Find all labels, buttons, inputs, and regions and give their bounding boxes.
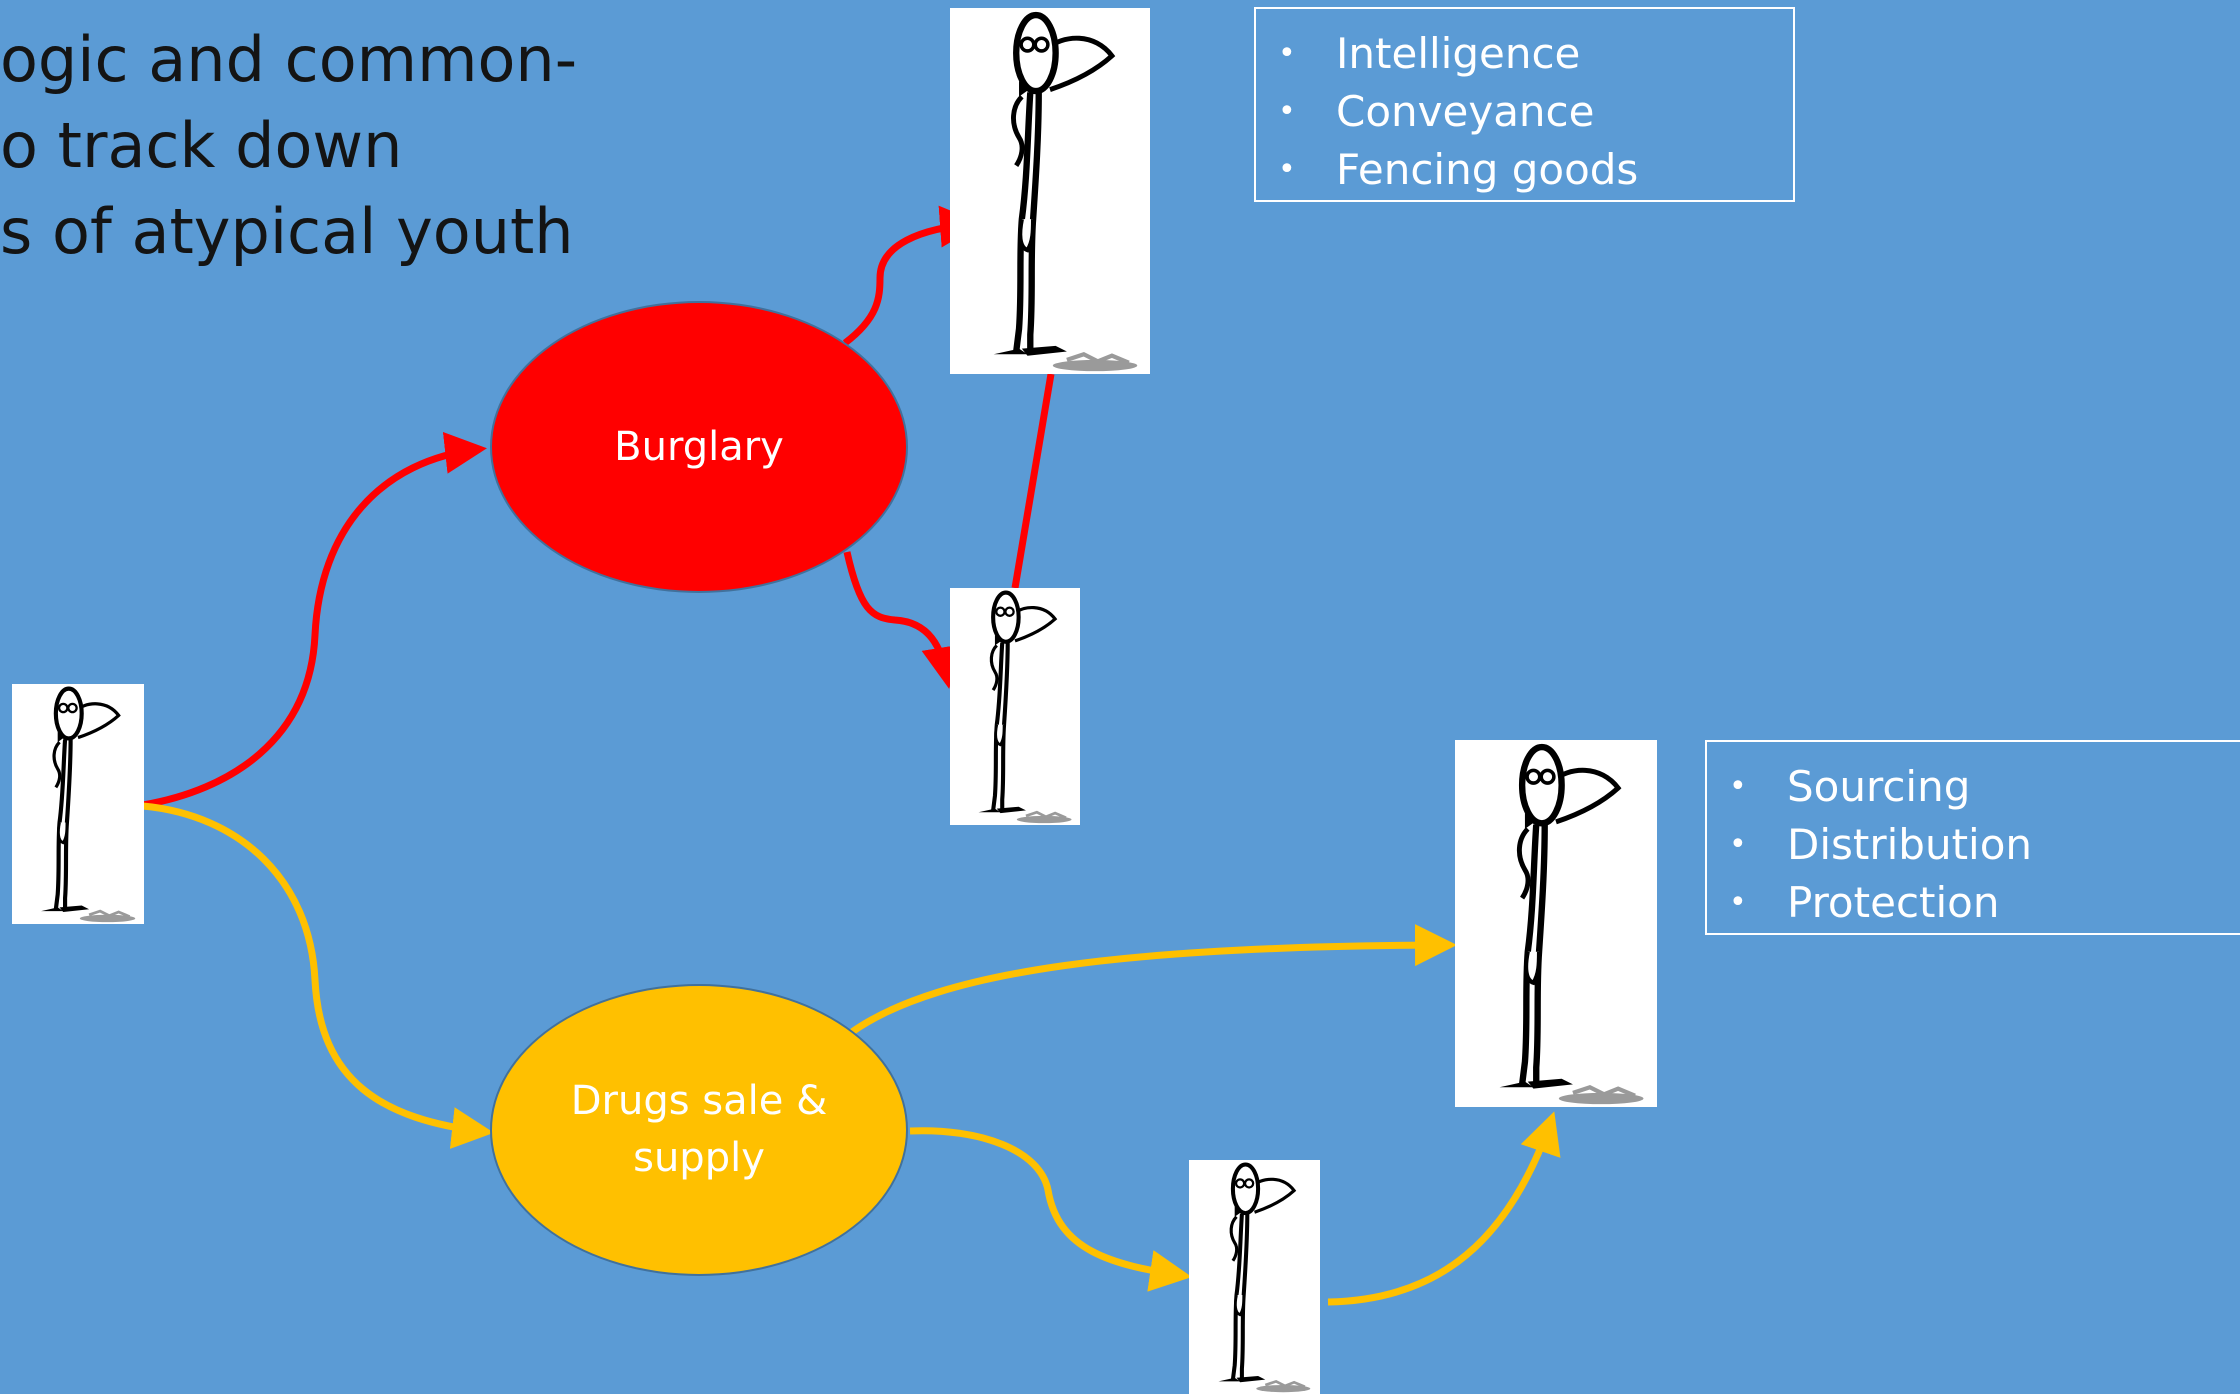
bullet-icon: • [1729,827,1747,862]
list-item: •Distribution [1707,816,2240,874]
drugs-label-line-1: Drugs sale & [570,1078,828,1124]
arrow-drugs-to-small-figure [909,1127,1192,1292]
bullet-icon: • [1729,885,1747,920]
list-item: •Protection [1707,874,2240,932]
line-top-figure-to-small-figure [1011,373,1055,589]
burglary-label: Burglary [614,423,784,470]
drugs-label-line-2: supply [633,1135,765,1181]
figure-burglary-lead [950,8,1150,374]
list-item: •Intelligence [1256,25,1793,83]
bullet-icon: • [1278,94,1296,129]
bullet-icon: • [1278,152,1296,187]
bullet-icon: • [1278,36,1296,71]
youth-figure-origin [12,684,144,924]
title-line-3: s of atypical youth [0,195,574,268]
bullet-icon: • [1729,769,1747,804]
arrow-drugs-to-large-figure [849,924,1457,1035]
figure-drugs-lead [1455,740,1657,1107]
arrow-burglary-to-top-figure [842,205,982,346]
roles-list-burglary: •Intelligence •Conveyance •Fencing goods [1256,25,1793,199]
figure-burglary-junior [950,588,1080,825]
stick-figure-icon [1499,743,1644,1105]
stick-figure-icon [978,590,1072,824]
list-item: •Sourcing [1707,758,2240,816]
list-item: •Conveyance [1256,83,1793,141]
title-line-2: o track down [0,109,403,182]
arrow-youth-to-drugs [142,802,494,1149]
arrow-youth-to-burglary [142,431,487,809]
stick-figure-icon [1218,1162,1311,1393]
title-line-1: ogic and common- [0,23,578,96]
roles-box-burglary: •Intelligence •Conveyance •Fencing goods [1254,7,1795,202]
arrow-small-figure-to-large-figure [1327,1111,1561,1306]
roles-box-drugs: •Sourcing •Distribution •Protection [1705,740,2240,935]
figure-drugs-junior [1189,1160,1320,1394]
stick-figure-icon [993,11,1138,372]
drugs-node: Drugs sale & supply [490,984,908,1276]
roles-list-drugs: •Sourcing •Distribution •Protection [1707,758,2240,932]
arrow-burglary-to-small-figure [843,551,964,689]
stick-figure-icon [41,686,136,923]
list-item: •Fencing goods [1256,141,1793,199]
burglary-node: Burglary [490,301,908,593]
